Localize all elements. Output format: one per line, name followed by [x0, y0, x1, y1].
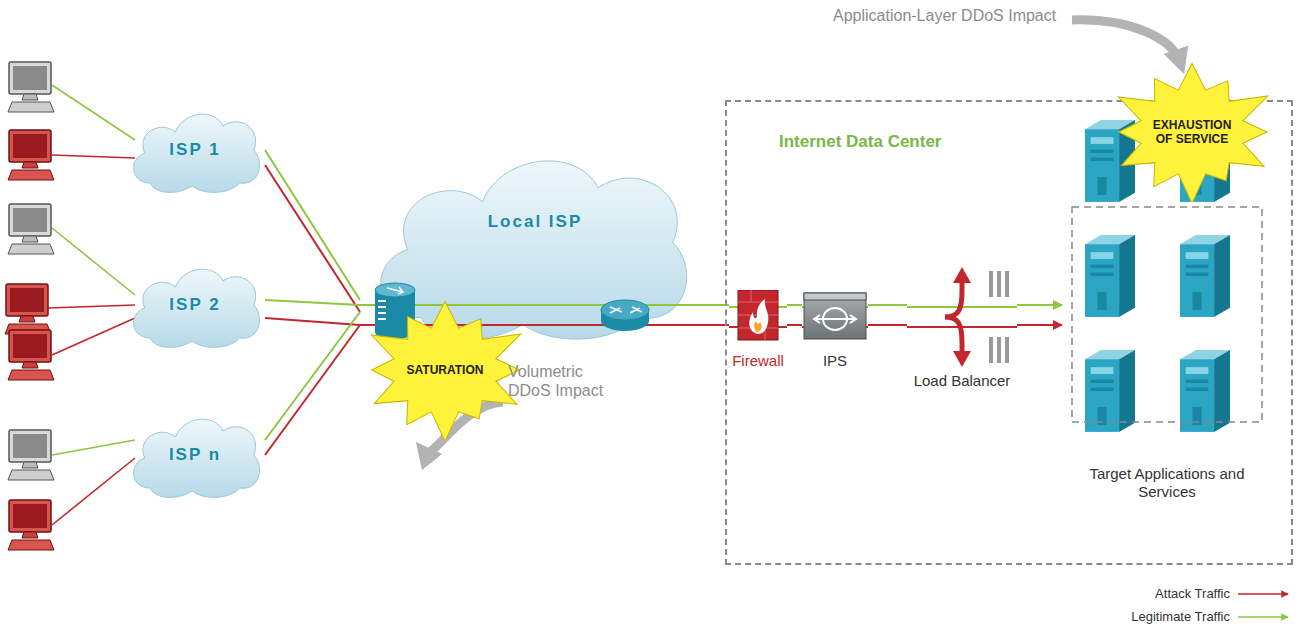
ips-appliance: IPS	[802, 290, 868, 375]
ips-appliance-text: IPS	[798, 352, 872, 370]
traffic-link	[787, 305, 802, 325]
isp-cloud-shape	[360, 140, 700, 345]
traffic-link	[1017, 305, 1062, 325]
load-balancer-shape	[907, 257, 1017, 367]
server-group-text: Target Applications and Services	[1077, 465, 1257, 501]
client-links	[48, 85, 135, 525]
legend-text: Attack Traffic	[1010, 586, 1230, 602]
isp-cloud: ISP 2	[125, 260, 265, 350]
traffic-link	[868, 305, 907, 325]
traffic-link	[265, 300, 360, 325]
isp-cloud-text: ISP n	[125, 445, 265, 465]
load-balancer-text: Load Balancer	[902, 372, 1022, 390]
isp-cloud: Local ISP	[360, 140, 700, 345]
isp-cloud-text: Local ISP	[450, 212, 620, 232]
impact-burst-text: SATURATION	[393, 363, 497, 377]
traffic-line	[265, 318, 360, 325]
impact-burst: EXHAUSTION OF SERVICE	[1107, 62, 1277, 202]
firewall-text: Firewall	[719, 352, 797, 370]
traffic-line	[265, 300, 360, 305]
traffic-line	[787, 304, 802, 306]
traffic-line	[868, 324, 907, 326]
server-group-shape	[1062, 197, 1272, 427]
traffic-link	[265, 312, 360, 455]
traffic-line	[265, 150, 360, 300]
data-center-zone: Internet Data CenterFirewallIPSLoad Bala…	[725, 100, 1293, 565]
impact-burst-text: EXHAUSTION OF SERVICE	[1143, 118, 1241, 147]
traffic-line	[265, 165, 360, 312]
firewall-shape	[729, 290, 787, 342]
isp-cloud: ISP n	[125, 410, 265, 500]
isp-cloud-text: ISP 2	[125, 295, 265, 315]
traffic-line	[265, 325, 360, 455]
firewall: Firewall	[729, 290, 787, 375]
legend-samples	[1238, 594, 1288, 617]
callout-label: Application-Layer DDoS Impact	[833, 6, 1078, 25]
client-computers	[5, 62, 54, 550]
isp-cloud: ISP 1	[125, 105, 265, 195]
traffic-line	[868, 304, 907, 306]
impact-burst: SATURATION	[360, 300, 530, 440]
legend-text: Legitimate Traffic	[1010, 609, 1230, 625]
load-balancer: Load Balancer	[907, 257, 1017, 397]
callout-label: Volumetric DDoS Impact	[508, 362, 620, 400]
callout-arrow	[1072, 20, 1180, 62]
traffic-line	[1017, 304, 1062, 306]
traffic-line	[787, 324, 802, 326]
data-center-zone-text: Internet Data Center	[779, 132, 1059, 152]
server-group: Target Applications and Services	[1062, 197, 1272, 517]
isp-cloud-text: ISP 1	[125, 140, 265, 160]
ips-appliance-shape	[802, 290, 868, 342]
traffic-line	[1017, 324, 1062, 326]
traffic-line	[265, 312, 360, 440]
traffic-link	[265, 150, 360, 312]
